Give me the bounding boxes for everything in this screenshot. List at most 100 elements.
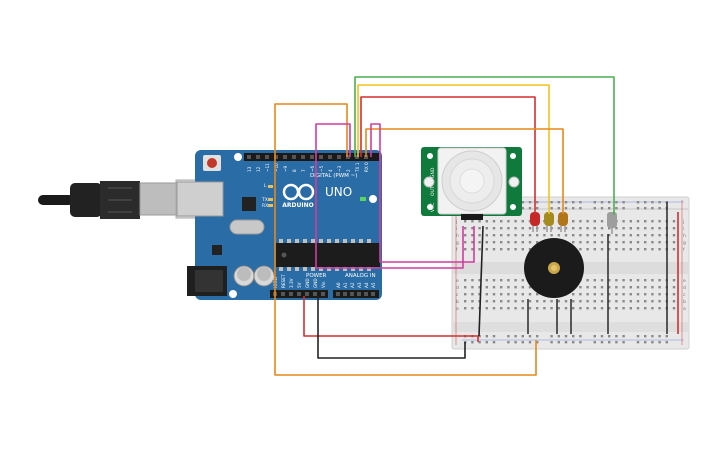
breadboard-hole xyxy=(608,341,611,344)
breadboard-hole xyxy=(543,307,546,310)
analog-pin-label: A2 xyxy=(350,282,355,288)
breadboard-row-letter: h xyxy=(683,233,686,239)
breadboard-row-letter: h xyxy=(456,233,459,239)
breadboard-hole xyxy=(615,307,618,310)
breadboard-hole xyxy=(471,234,474,237)
l-led-label: L xyxy=(264,183,267,189)
breadboard-hole xyxy=(485,307,488,310)
breadboard-hole xyxy=(464,286,467,289)
breadboard-hole xyxy=(528,335,532,338)
breadboard-hole xyxy=(600,201,604,204)
breadboard-hole xyxy=(485,220,488,223)
breadboard-hole xyxy=(644,207,647,210)
breadboard-hole xyxy=(658,335,661,338)
breadboard-hole xyxy=(622,201,625,204)
breadboard-hole xyxy=(492,279,496,282)
breadboard-hole xyxy=(521,241,524,244)
breadboard-hole xyxy=(564,341,568,344)
breadboard-hole xyxy=(586,293,589,296)
breadboard-hole xyxy=(672,220,676,223)
breadboard-hole xyxy=(507,335,510,338)
breadboard-hole xyxy=(557,201,560,204)
breadboard-hole xyxy=(658,207,661,210)
breadboard-row-letter: f xyxy=(683,247,685,253)
breadboard-hole xyxy=(579,293,582,296)
breadboard-hole xyxy=(528,227,532,230)
breadboard-hole xyxy=(672,293,676,296)
analog-pin-label: A4 xyxy=(364,282,369,288)
breadboard-hole xyxy=(514,234,517,237)
breadboard-hole xyxy=(464,248,467,251)
breadboard-hole xyxy=(579,286,582,289)
wire-orange-loop xyxy=(274,103,537,376)
breadboard-hole xyxy=(485,227,488,230)
analog-pin-label: A1 xyxy=(343,282,348,288)
breadboard-hole xyxy=(586,300,589,303)
breadboard-hole xyxy=(608,227,611,230)
breadboard-hole xyxy=(672,300,676,303)
breadboard-hole xyxy=(500,286,503,289)
breadboard-hole xyxy=(572,300,575,303)
breadboard-hole xyxy=(608,234,611,237)
breadboard-hole xyxy=(615,234,618,237)
digital-pin-label: ~10 xyxy=(274,163,279,172)
breadboard-hole xyxy=(500,220,503,223)
breadboard-hole xyxy=(478,286,481,289)
breadboard-hole xyxy=(579,300,582,303)
breadboard-hole xyxy=(471,279,474,282)
breadboard-hole xyxy=(471,341,474,344)
breadboard-hole xyxy=(636,300,640,303)
breadboard-row-letter: c xyxy=(456,293,459,298)
breadboard-hole xyxy=(658,286,661,289)
breadboard-hole xyxy=(615,227,618,230)
breadboard-hole xyxy=(651,307,654,310)
breadboard-hole xyxy=(579,227,582,230)
breadboard-hole xyxy=(507,241,510,244)
breadboard-hole xyxy=(629,220,632,223)
breadboard-hole xyxy=(464,234,467,237)
power-pin-label: GND xyxy=(305,278,310,288)
breadboard-hole xyxy=(521,227,524,230)
breadboard-hole xyxy=(521,307,524,310)
breadboard-hole xyxy=(658,279,661,282)
breadboard-hole xyxy=(672,227,676,230)
breadboard-hole xyxy=(665,335,668,338)
breadboard-row-letter: i xyxy=(456,226,457,232)
breadboard-hole xyxy=(528,307,532,310)
analog-pin-label: A0 xyxy=(336,282,341,288)
breadboard-hole xyxy=(629,248,632,251)
breadboard-hole xyxy=(521,220,524,223)
breadboard-hole xyxy=(658,307,661,310)
breadboard-hole xyxy=(528,207,532,210)
breadboard-hole xyxy=(485,335,488,338)
breadboard-hole xyxy=(478,341,481,344)
breadboard-hole xyxy=(492,227,496,230)
breadboard-hole xyxy=(492,241,496,244)
breadboard-hole xyxy=(492,341,496,344)
breadboard-hole xyxy=(615,341,618,344)
breadboard-hole xyxy=(507,220,510,223)
breadboard-hole xyxy=(485,300,488,303)
breadboard-hole xyxy=(572,227,575,230)
wire-green xyxy=(354,76,615,215)
power-pin-label: GND xyxy=(313,278,318,288)
breadboard-hole xyxy=(615,248,618,251)
breadboard-hole xyxy=(636,201,640,204)
digital-pin-label: 7 xyxy=(301,169,306,172)
breadboard-hole xyxy=(658,341,661,344)
breadboard-hole xyxy=(557,207,560,210)
breadboard-hole xyxy=(514,341,517,344)
breadboard-hole xyxy=(464,227,467,230)
tx-led-label: TX xyxy=(261,197,268,203)
breadboard-hole xyxy=(579,241,582,244)
breadboard-hole xyxy=(622,241,625,244)
breadboard-hole xyxy=(471,300,474,303)
breadboard-hole xyxy=(636,307,640,310)
breadboard-hole xyxy=(500,234,503,237)
breadboard-hole xyxy=(644,335,647,338)
breadboard-row-letter: g xyxy=(456,241,459,246)
breadboard-hole xyxy=(636,286,640,289)
breadboard-hole xyxy=(478,279,481,282)
wire-yellow xyxy=(357,84,550,214)
